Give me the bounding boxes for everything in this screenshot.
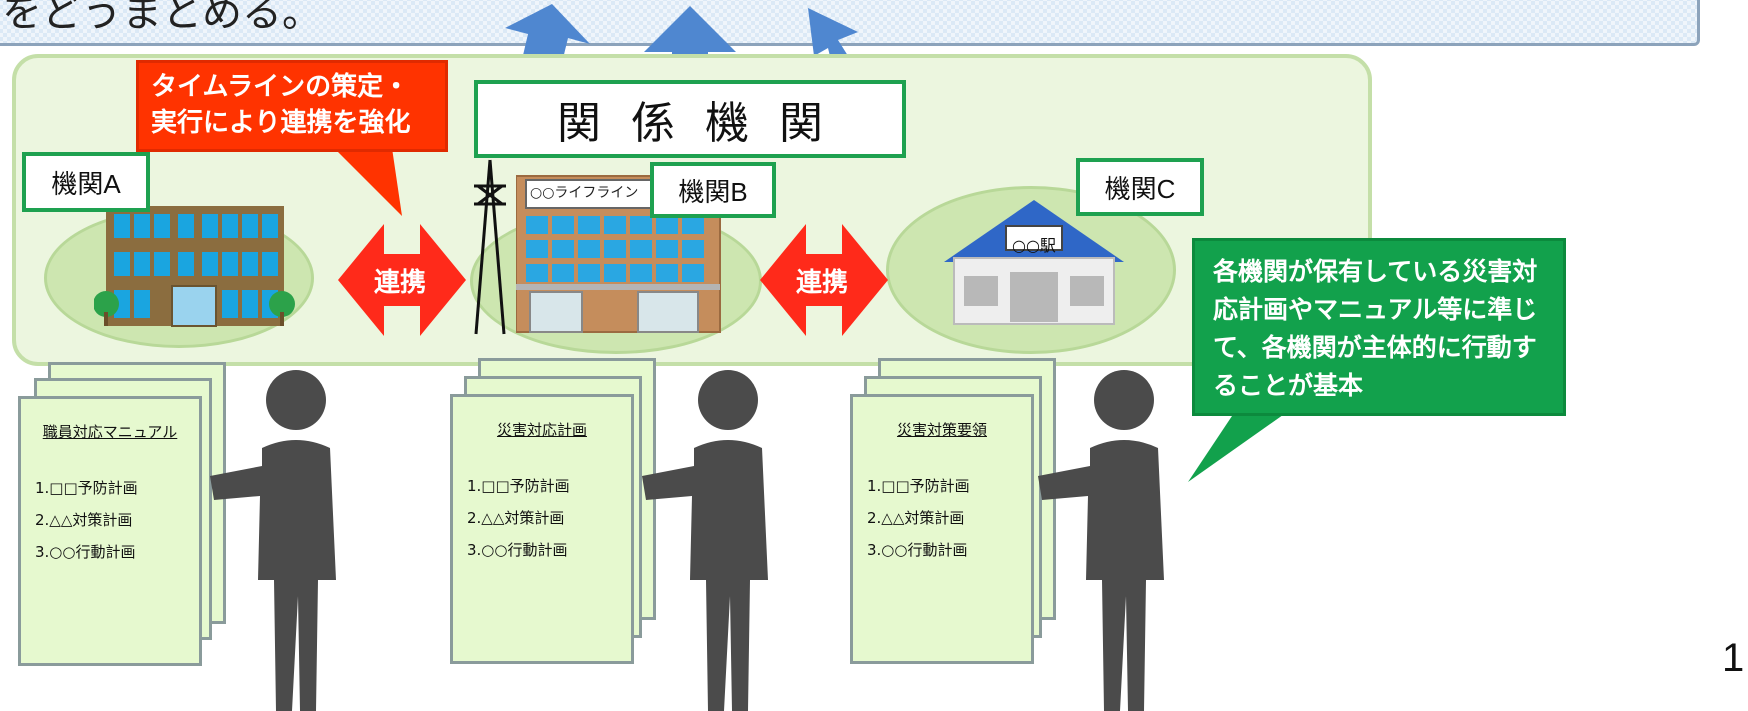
page-number: 1: [1722, 636, 1745, 680]
link-label-right: 連携: [796, 268, 849, 298]
related-agencies-label: 関係機関: [474, 80, 906, 158]
building-a-icon: [94, 206, 295, 327]
doc-c-title: 災害対策要領: [896, 421, 987, 439]
doc-a-item: 1.□□予防計画: [35, 479, 138, 497]
person-a-icon: [210, 370, 336, 711]
doc-c-item: 3.○○行動計画: [867, 541, 968, 559]
link-arrow-right-icon: [760, 224, 888, 336]
person-b-icon: [642, 370, 768, 711]
callout-green-tail-icon: [1188, 410, 1290, 482]
tower-icon: [474, 159, 506, 335]
doc-a-item: 2.△△対策計画: [35, 511, 133, 529]
station-sign: ○○駅: [1012, 236, 1056, 255]
doc-a-title: 職員対応マニュアル: [42, 423, 178, 441]
doc-c-item: 1.□□予防計画: [867, 477, 970, 495]
callout-red-tail-icon: [334, 148, 402, 216]
callout-green: 各機関が保有している災害対応計画やマニュアル等に準じて、各機関が主体的に行動する…: [1192, 238, 1566, 416]
doc-c-item: 2.△△対策計画: [867, 509, 965, 527]
top-banner: [0, 0, 1700, 46]
building-b-sign: ○○ライフライン: [530, 185, 639, 201]
agency-c-label: 機関C: [1076, 158, 1204, 216]
callout-red: タイムラインの策定・実行により連携を強化: [136, 60, 448, 152]
doc-a: 職員対応マニュアル 1.□□予防計画 2.△△対策計画 3.○○行動計画: [18, 396, 202, 666]
doc-b-item: 1.□□予防計画: [467, 477, 570, 495]
station-icon: [944, 200, 1124, 325]
agency-a-label: 機関A: [22, 152, 150, 212]
agency-b-label: 機関B: [650, 162, 776, 218]
doc-b-title: 災害対応計画: [496, 421, 587, 439]
doc-c: 災害対策要領 1.□□予防計画 2.△△対策計画 3.○○行動計画: [850, 394, 1034, 664]
person-c-icon: [1038, 370, 1164, 711]
link-arrow-left-icon: [338, 224, 466, 336]
header-text: をどうまとめる。: [2, 0, 322, 36]
doc-b-item: 2.△△対策計画: [467, 509, 565, 527]
doc-a-item: 3.○○行動計画: [35, 543, 136, 561]
link-label-left: 連携: [374, 268, 427, 298]
doc-b-item: 3.○○行動計画: [467, 541, 568, 559]
doc-b: 災害対応計画 1.□□予防計画 2.△△対策計画 3.○○行動計画: [450, 394, 634, 664]
up-arrow-center-icon: [644, 6, 736, 98]
